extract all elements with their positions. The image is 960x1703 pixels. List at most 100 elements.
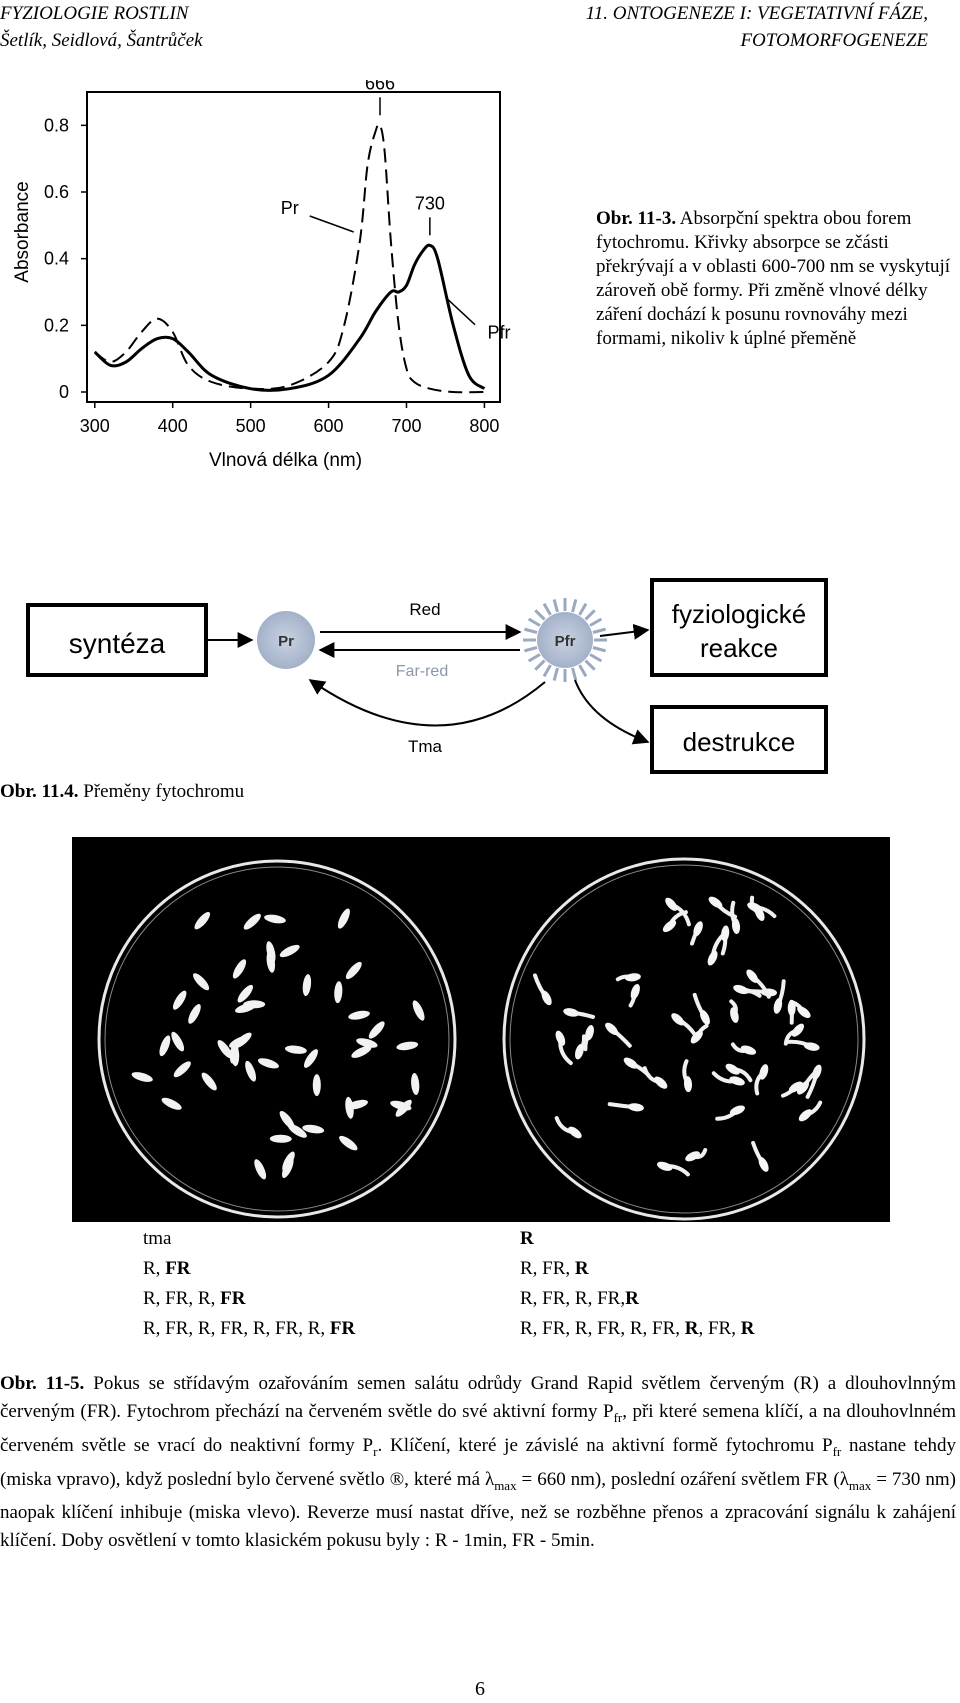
- synthesis-label: syntéza: [69, 628, 166, 659]
- reaction-label-line2: reakce: [700, 633, 778, 663]
- seed: [351, 1045, 372, 1058]
- pfr-ray: [584, 659, 596, 671]
- figure-11-4-text: Přeměny fytochromu: [78, 781, 245, 802]
- seed-coat: [740, 1045, 757, 1055]
- seed-coat: [798, 1109, 812, 1122]
- seed: [243, 913, 261, 930]
- germinated-seedlings: [533, 895, 823, 1177]
- x-tick-label: 300: [80, 416, 110, 436]
- seed-coat: [662, 920, 677, 933]
- seed-coat: [654, 1076, 668, 1089]
- dark-label: Tma: [408, 737, 443, 756]
- seed-coat: [729, 1076, 745, 1086]
- seed: [395, 1099, 412, 1117]
- seed-coat: [791, 1023, 805, 1037]
- seed: [396, 1041, 419, 1051]
- seed: [194, 911, 211, 930]
- seed-coat: [690, 1030, 703, 1044]
- header-chapter-title: 11. ONTOGENEZE I: VEGETATIVNÍ FÁZE,: [585, 3, 928, 24]
- seed: [304, 1049, 318, 1068]
- x-axis-label: Vlnová délka (nm): [209, 450, 362, 471]
- seed: [282, 1157, 294, 1178]
- header-course-title: FYZIOLOGIE ROSTLIN: [0, 3, 189, 24]
- physiological-reaction-box: [650, 578, 828, 677]
- series-line-pfr: [93, 243, 486, 392]
- seed-coat: [683, 1076, 693, 1093]
- x-tick-label: 500: [236, 416, 266, 436]
- seed-coat: [693, 921, 703, 937]
- pr-form-circle: [257, 611, 315, 669]
- seed: [237, 984, 254, 1003]
- seed-coat: [555, 1030, 566, 1046]
- seed-coat: [729, 1105, 745, 1116]
- seed-coat: [671, 1013, 685, 1026]
- seed: [201, 1072, 217, 1091]
- seed: [254, 1159, 267, 1180]
- seed-coat: [585, 1025, 594, 1041]
- pfr-ray: [542, 664, 552, 678]
- destruction-arrow: [574, 679, 650, 745]
- seed: [171, 1031, 185, 1052]
- y-tick-label: 0.4: [44, 249, 69, 269]
- seed: [269, 1134, 292, 1143]
- seed: [279, 944, 300, 958]
- series-label-pr: Pr: [281, 198, 299, 218]
- seed-coat: [574, 1043, 584, 1060]
- destruction-label: destrukce: [683, 727, 796, 757]
- figure-11-4-label: Obr. 11.4.: [0, 781, 79, 802]
- left-dish-treatments: tma R, FR R, FR, R, FR R, FR, R, FR, R, …: [143, 1224, 355, 1344]
- pfr-ray: [524, 627, 538, 634]
- treatment-line: R, FR, R, FR, R, FR, R, FR: [143, 1318, 356, 1339]
- seed: [345, 961, 362, 980]
- seed: [257, 1058, 279, 1069]
- page-number: 6: [475, 1678, 485, 1700]
- seed-coat: [708, 896, 723, 909]
- right-petri-dish: [502, 857, 866, 1221]
- pfr-ray: [552, 599, 559, 613]
- seed-coat: [746, 969, 759, 983]
- seed-coat: [630, 984, 640, 1000]
- pfr-ray: [584, 609, 596, 621]
- pfr-form-circle: [537, 612, 593, 668]
- seed: [356, 1038, 378, 1048]
- seed: [229, 1035, 250, 1048]
- ungerminated-seeds: [131, 908, 425, 1180]
- treatment-line: R, FR, R, FR,R: [520, 1288, 639, 1309]
- figure-11-3-text: Absorpční spektra obou forem fytochromu.…: [596, 208, 951, 349]
- seed-coat: [759, 1064, 769, 1080]
- seed-coat: [773, 998, 783, 1014]
- pfr-ray: [592, 646, 606, 653]
- running-header-right: 11. ONTOGENEZE I: VEGETATIVNÍ FÁZE, FOTO…: [586, 0, 928, 54]
- destruction-box: [650, 705, 828, 774]
- seed-coat: [541, 990, 552, 1006]
- y-tick-label: 0.6: [44, 182, 69, 202]
- pfr-ray: [589, 653, 603, 663]
- pfr-ray: [527, 617, 541, 627]
- right-dish-treatments: R R, FR, R R, FR, R, FR,R R, FR, R, FR, …: [520, 1224, 754, 1344]
- seed-coat: [803, 1042, 820, 1051]
- seed: [235, 1003, 257, 1013]
- seed: [346, 1099, 368, 1110]
- seed: [266, 941, 276, 963]
- seed: [312, 1074, 321, 1097]
- seed-coat: [568, 1126, 582, 1139]
- figure-11-3-caption: Obr. 11-3. Absorpční spektra obou forem …: [596, 207, 956, 351]
- pfr-label: Pfr: [555, 633, 576, 650]
- seed-coat: [665, 897, 678, 911]
- reaction-label-line1: fyziologické: [672, 599, 806, 629]
- pfr-ray: [527, 653, 541, 663]
- x-tick-label: 600: [314, 416, 344, 436]
- reaction-arrow: [599, 623, 650, 640]
- plot-frame: [86, 91, 501, 403]
- pfr-ray: [592, 627, 606, 634]
- seed: [245, 1060, 257, 1082]
- pfr-ray: [578, 602, 588, 616]
- left-petri-dish: [97, 859, 457, 1219]
- seed: [188, 1004, 201, 1024]
- y-tick-label: 0.8: [44, 115, 69, 135]
- seed-coat: [730, 1007, 739, 1023]
- treatment-line: R, FR: [143, 1258, 191, 1279]
- seed-coat: [788, 1081, 803, 1093]
- figure-11-5-label: Obr. 11-5.: [0, 1373, 85, 1394]
- figure-11-4-caption: Obr. 11.4. Přeměny fytochromu: [0, 780, 244, 804]
